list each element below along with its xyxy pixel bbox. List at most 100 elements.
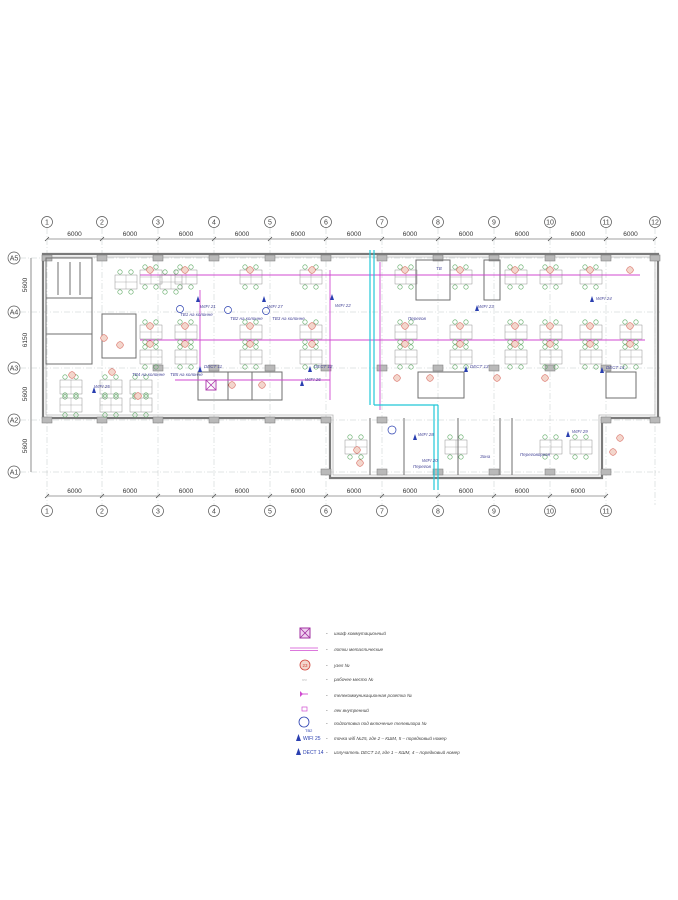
- legend-text: излучатель DECT 14, где 1 – КШМ, 4 – пор…: [334, 749, 460, 755]
- legend-dash: -: [326, 750, 328, 756]
- column: [208, 416, 220, 424]
- dimension-label: 6000: [571, 231, 586, 238]
- workstation-layout: [59, 264, 643, 460]
- workstation-cluster: [114, 269, 138, 295]
- column: [432, 364, 444, 372]
- tv-prep-icon: [262, 307, 270, 315]
- axis-label: 6: [324, 220, 328, 227]
- tv3-column-label: ТВ3 на колонне: [272, 316, 305, 321]
- patch-cabinet-icon: [299, 627, 311, 639]
- axis-label: 7: [380, 509, 384, 516]
- structural-columns: [41, 254, 661, 476]
- workstation-cluster: [504, 264, 528, 290]
- axis-label: 1: [45, 220, 49, 227]
- axis-marker: 4: [208, 505, 220, 517]
- workstation-cluster: [139, 344, 163, 370]
- node-marker: [393, 374, 401, 382]
- dimension-label: 6000: [347, 488, 362, 495]
- wifi-antenna-icon: [262, 296, 266, 302]
- axis-label: 2: [100, 509, 104, 516]
- axis-label: 9: [492, 509, 496, 516]
- node-number: 23: [302, 663, 308, 668]
- axis-label: 6: [324, 509, 328, 516]
- axis-marker: 7: [376, 216, 388, 228]
- node-marker: [258, 381, 266, 389]
- wifi-24-label: WIFI 24: [596, 296, 612, 301]
- dimension-label: 6000: [235, 488, 250, 495]
- node-marker: [116, 341, 124, 349]
- legend-row-telecom-outlet: - телекоммуникационная розетка №: [300, 691, 412, 699]
- dimension-label: 6000: [179, 231, 194, 238]
- axis-marker: A5: [7, 251, 21, 265]
- column: [264, 254, 276, 262]
- column: [41, 416, 53, 424]
- axis-marker: 9: [488, 505, 500, 517]
- dimension-label: 6000: [123, 231, 138, 238]
- node-marker: [353, 446, 361, 454]
- axis-label: 10: [546, 220, 554, 227]
- dimension-label: 6000: [123, 488, 138, 495]
- telecom-outlet-icon: [300, 691, 308, 697]
- plan-annotations: WIFI 21 ТВ1 на колонне ТВ2 на колонне ТВ…: [94, 266, 625, 469]
- column: [600, 364, 612, 372]
- legend-dash: -: [326, 631, 328, 637]
- axis-label: 1: [45, 509, 49, 516]
- legend-dash: -: [326, 693, 328, 699]
- column: [544, 254, 556, 262]
- axis-marker: 3: [152, 216, 164, 228]
- legend-text: рабочее место №: [333, 677, 373, 682]
- tv1-column-label: ТВ1 на колонне: [180, 312, 213, 317]
- legend-dash: -: [326, 663, 328, 669]
- dimension-label: 6000: [291, 488, 306, 495]
- node-marker: [546, 340, 554, 348]
- axis-marker: 7: [376, 505, 388, 517]
- node-marker: [546, 322, 554, 330]
- zone-label: Зона: [480, 454, 491, 459]
- axis-marker: 5: [264, 505, 276, 517]
- dimension-label: 6000: [179, 488, 194, 495]
- axis-marker: A4: [7, 305, 21, 319]
- workstation-cluster: [99, 392, 123, 418]
- column: [376, 416, 388, 424]
- column: [544, 364, 556, 372]
- meeting-room-label-2: Перегов: [413, 464, 431, 469]
- axis-marker: 10: [544, 216, 556, 228]
- wifi-29-label: WIFI 29: [572, 429, 588, 434]
- wifi-28-label: WIFI 28: [418, 432, 434, 437]
- axis-label: 5: [268, 220, 272, 227]
- wifi-antenna-icon: [590, 296, 594, 302]
- wifi-21-label: WIFI 21: [200, 304, 216, 309]
- column: [488, 364, 500, 372]
- workstation-cluster: [579, 344, 603, 370]
- dect-antenna-icon: [308, 366, 312, 372]
- axis-label: 2: [100, 220, 104, 227]
- legend-row-tv-prep: ТВ2 - подготовка под включение телевизор…: [298, 716, 427, 733]
- node-marker: [541, 374, 549, 382]
- node-marker: [456, 322, 464, 330]
- legend-row-internal-box: - лек внутренний: [301, 706, 369, 714]
- axis-label: 4: [212, 509, 216, 516]
- column: [320, 468, 332, 476]
- legend-text: узел №: [333, 663, 350, 668]
- column: [488, 468, 500, 476]
- dimension-label: 6000: [403, 488, 418, 495]
- column: [320, 416, 332, 424]
- workstation-cluster: [159, 269, 183, 295]
- legend-text: точка wifi №25, где 2 – КШМ, 5 – порядко…: [334, 735, 447, 741]
- node-marker: [626, 266, 634, 274]
- patch-cabinet-plan: [205, 379, 217, 391]
- axis-label: 12: [651, 220, 659, 227]
- axis-label: A2: [10, 417, 19, 424]
- node-marker: [68, 371, 76, 379]
- axis-marker: A2: [7, 413, 21, 427]
- node-marker: [586, 340, 594, 348]
- node-marker: [511, 340, 519, 348]
- axis-marker: 3: [152, 505, 164, 517]
- node-marker: [511, 322, 519, 330]
- column: [600, 254, 612, 262]
- dect-antenna-icon: [600, 367, 604, 373]
- column: [96, 416, 108, 424]
- axis-marker: 8: [432, 505, 444, 517]
